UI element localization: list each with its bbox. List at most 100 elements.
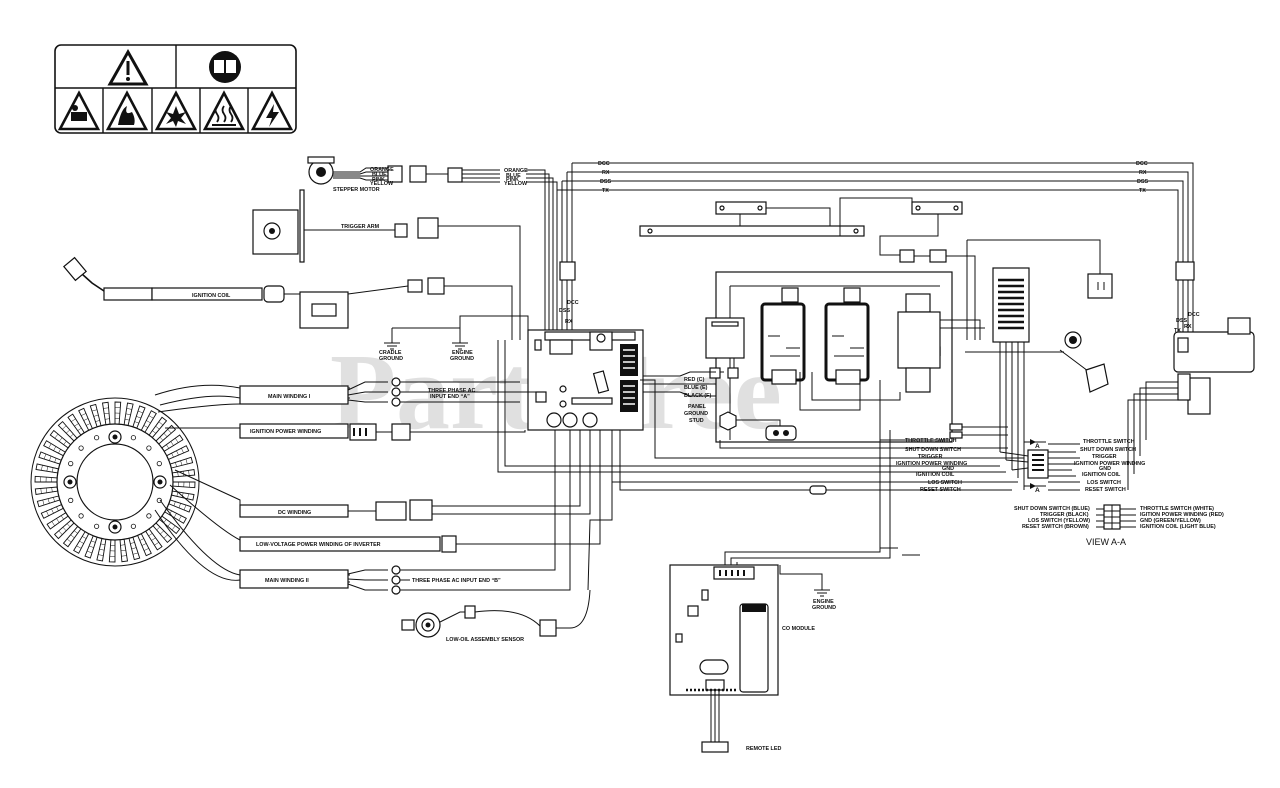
harness-connector-top <box>426 167 500 183</box>
toxic-exhaust-icon <box>57 90 101 131</box>
harness-blue-label: BLUE <box>506 173 521 179</box>
stepper-blue-label: BLUE <box>372 172 387 178</box>
bus-rx-left: RX <box>602 170 610 176</box>
right-los-switch: LOS SWITCH <box>1087 480 1121 486</box>
terminal-bars <box>639 197 1113 340</box>
stator-assembly <box>30 397 200 567</box>
read-manual-icon <box>209 51 241 83</box>
bus-dss-right: DSS <box>1137 179 1148 185</box>
ignition-coil <box>63 256 513 340</box>
inverter-rx-label: RX <box>565 319 573 325</box>
view-aa-pinout <box>1096 504 1136 530</box>
electric-shock-icon <box>250 90 294 131</box>
right-shutdown-switch: SHUT DOWN SWITCH <box>1080 447 1136 453</box>
inverter-module <box>527 329 644 431</box>
main-winding-1-label: MAIN WINDING I <box>268 394 311 400</box>
left-reset-switch: RESET SWITCH <box>920 487 961 493</box>
inverter-dcc-label: DCC <box>567 300 579 306</box>
fire-hazard-icon <box>105 90 149 131</box>
warning-triangle-icon <box>107 48 149 86</box>
section-marker-top: A <box>1035 443 1040 450</box>
inverter-dss-label: DSS <box>559 308 570 314</box>
remote-led-label: REMOTE LED <box>746 746 781 752</box>
relay-board-2 <box>824 287 870 385</box>
harness-pink-label: PINK <box>506 177 519 183</box>
signal-bus-top <box>556 162 1195 340</box>
ignition-power-winding-label: IGNITION POWER WINDING <box>250 429 321 435</box>
output-black-label: BLACK (F) <box>684 393 711 399</box>
section-marker-bottom: A <box>1035 487 1040 494</box>
low-voltage-winding-label: LOW-VOLTAGE POWER WINDING OF INVERTER <box>256 542 381 548</box>
input-a-label-2: INPUT END “A” <box>430 394 470 400</box>
panel-ground-label-3: STUD <box>689 418 704 424</box>
winding-low-voltage <box>239 430 601 553</box>
right-throttle-switch: THROTTLE SWITCH <box>1083 439 1135 445</box>
dc-winding-label: DC WINDING <box>278 510 311 516</box>
safety-warning-panel <box>54 44 297 134</box>
bus-tx-left: TX <box>602 188 609 194</box>
view-aa-title: VIEW A-A <box>1086 537 1126 547</box>
cradle-ground <box>384 315 529 350</box>
bus-dcc-right: DCC <box>1136 161 1148 167</box>
module-bracket-right <box>1127 317 1255 490</box>
relay-board-1 <box>760 287 806 385</box>
view-aa-right-1: THROTTLE SWITCH (WHITE) <box>1140 506 1214 512</box>
engine-ground-bottom-2: GROUND <box>812 605 836 611</box>
winding-ignition-power <box>239 423 526 441</box>
stepper-orange-label: ORANGE <box>370 167 394 173</box>
left-shutdown-switch: SHUT DOWN SWITCH <box>905 447 961 453</box>
input-b-label: THREE PHASE AC INPUT END “B” <box>412 578 501 584</box>
module-dss-label: DSS <box>1176 318 1187 324</box>
hot-surface-icon <box>202 90 246 131</box>
engine-ground-bottom-1: ENGINE <box>813 599 834 605</box>
stepper-motor <box>307 156 427 185</box>
right-gnd: GND <box>1099 466 1111 472</box>
module-dcc-label: DCC <box>1188 312 1200 318</box>
ignition-coil-label: IGNITION COIL <box>192 293 231 299</box>
harness-orange-label: ORANGE <box>504 168 528 174</box>
trigger-arm-solenoid <box>252 189 521 340</box>
low-oil-sensor-label: LOW-OIL ASSEMBLY SENSOR <box>446 637 524 643</box>
cradle-ground-label-2: GROUND <box>379 356 403 362</box>
main-winding-2-label: MAIN WINDING II <box>265 578 309 584</box>
bus-dss-left: DSS <box>600 179 611 185</box>
stepper-motor-label: STEPPER MOTOR <box>333 187 380 193</box>
view-aa-left-3: LOS SWITCH (YELLOW) <box>1028 518 1090 524</box>
right-reset-switch: RESET SWITCH <box>1085 487 1126 493</box>
right-trigger: TRIGGER <box>1092 454 1117 460</box>
module-tx-label: TX <box>1174 328 1181 334</box>
winding-main-2 <box>239 430 571 595</box>
output-red-label: RED (C) <box>684 377 705 383</box>
harness-yellow-label: YELLOW <box>504 181 528 187</box>
view-aa-left-4: RESET SWITCH (BROWN) <box>1022 524 1089 530</box>
bus-tx-right: TX <box>1139 188 1146 194</box>
bus-dcc-left: DCC <box>598 161 610 167</box>
switch-connector-a <box>999 439 1080 491</box>
view-aa-right-3: GND (GREEN/YELLOW) <box>1140 518 1201 524</box>
left-trigger: TRIGGER <box>918 454 943 460</box>
voltage-regulator <box>992 267 1030 490</box>
terminal-block <box>897 293 985 393</box>
explosion-hazard-icon <box>154 90 198 131</box>
engine-ground-label-1: ENGINE <box>452 350 473 356</box>
sensor-connector <box>965 331 1109 393</box>
trigger-arm-label: TRIGGER ARM <box>341 224 380 230</box>
input-a-label-1: THREE PHASE AC <box>428 388 476 394</box>
panel-ground-label-1: PANEL <box>688 404 707 410</box>
view-aa-left-1: SHUT DOWN SWITCH (BLUE) <box>1014 506 1090 512</box>
stepper-pink-label: PINK <box>372 177 385 183</box>
view-aa-left-2: TRIGGER (BLACK) <box>1040 512 1089 518</box>
module-rx-label: RX <box>1184 324 1192 330</box>
left-los-switch: LOS SWITCH <box>928 480 962 486</box>
left-ignition-coil: IGNITION COIL <box>916 472 955 478</box>
stepper-yellow-label: YELLOW <box>370 181 394 187</box>
outlet-receptacle <box>765 425 797 441</box>
right-ignition-coil: IGNITION COIL <box>1082 472 1121 478</box>
view-aa-right-2: IGITION POWER WINDING (RED) <box>1140 512 1224 518</box>
left-ignition-power-winding: IGNITION POWER WINDING <box>896 461 967 467</box>
panel-ground-label-2: GROUND <box>684 411 708 417</box>
engine-ground-label-2: GROUND <box>450 356 474 362</box>
output-blue-label: BLUE (E) <box>684 385 708 391</box>
